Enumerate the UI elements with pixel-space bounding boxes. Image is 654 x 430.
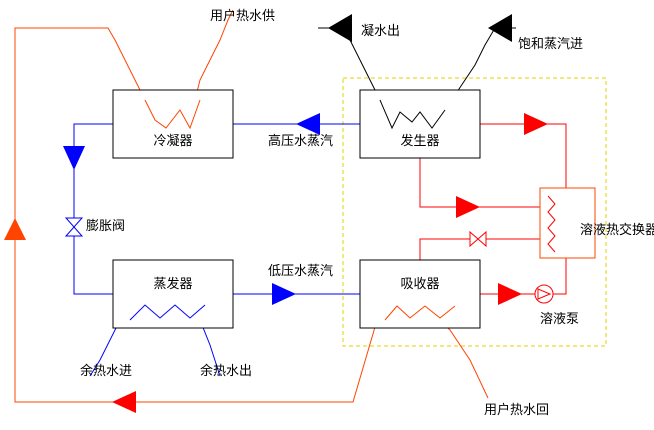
heat-exchanger-coil (547, 195, 556, 253)
absorber-coil (384, 305, 456, 321)
expansion-valve (64, 217, 84, 237)
absorber-box (359, 259, 481, 329)
hot-water-return-label: 用户热水回 (484, 402, 549, 418)
condenser-box (112, 89, 234, 159)
arrow-solution-to-generator (524, 113, 548, 135)
arrow-strong-solution (456, 196, 480, 218)
low-pressure-vapor-label: 低压水蒸汽 (268, 264, 333, 279)
waste-heat-in-label: 余热水进 (80, 363, 132, 379)
refrigerant-loop (73, 123, 360, 377)
condenser-coil (144, 99, 201, 130)
evaporator-label: 蒸发器 (153, 276, 192, 292)
condenser-label: 冷凝器 (153, 133, 192, 149)
hot-water-loop (14, 9, 489, 403)
heat-exchanger-box (539, 187, 596, 259)
solution-pump (534, 284, 554, 304)
pump-label: 溶液泵 (540, 312, 579, 327)
expansion-valve-label: 膨胀阀 (86, 219, 125, 234)
hot-water-supply-label: 用户热水供 (210, 8, 275, 24)
saturated-steam-in-label: 饱和蒸汽进 (518, 37, 583, 52)
arrow-high-pressure-vapor (296, 113, 320, 135)
generator-label: 发生器 (400, 133, 439, 149)
absorber-label: 吸收器 (400, 277, 439, 292)
high-pressure-vapor-label: 高压水蒸汽 (268, 133, 333, 149)
arrow-to-pump (498, 283, 522, 305)
arrow-hot-water-return (112, 391, 136, 413)
generator-box (359, 89, 481, 159)
arrow-refrigerant-down (63, 146, 85, 170)
evaporator-box (112, 259, 234, 329)
arrow-condensate-out (328, 14, 352, 42)
arrow-low-pressure-vapor (272, 283, 296, 305)
waste-heat-out-label: 余热水出 (200, 363, 252, 379)
arrow-saturated-steam-in (488, 14, 512, 42)
solution-valve (469, 230, 487, 248)
evaporator-coil (129, 304, 206, 321)
heat-exchanger-label: 溶液热交换器 (580, 222, 654, 238)
arrow-hot-water-supply (4, 218, 26, 240)
condensate-out-label: 凝水出 (361, 23, 400, 39)
generator-coil (379, 99, 446, 130)
generator-absorber-boundary (342, 77, 607, 347)
